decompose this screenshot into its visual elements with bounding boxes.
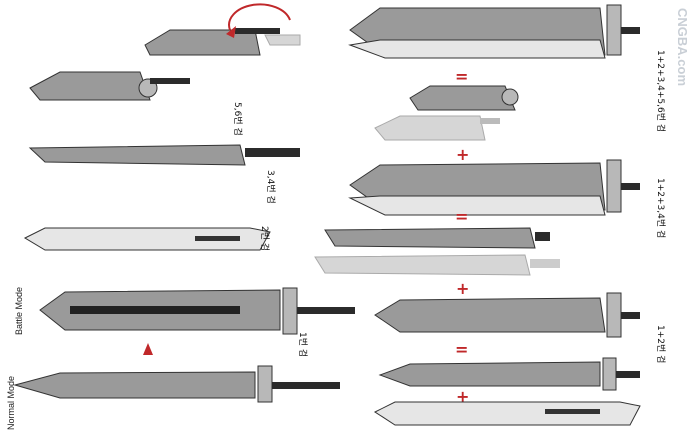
label-sword-2: 2번 검 (259, 226, 271, 251)
sword-1-small (378, 357, 640, 391)
sword-2-small (373, 401, 641, 426)
watermark: CNGBA.com (675, 8, 690, 86)
sword-combo-1234 (348, 159, 640, 216)
equals-sign: = (455, 207, 468, 226)
equals-sign: = (455, 340, 468, 359)
sword-battle-mode (39, 287, 355, 335)
sword-34 (28, 144, 300, 166)
sword-56-ghost (374, 115, 500, 141)
sword-combo-all (348, 4, 640, 59)
label-normal-mode: Normal Mode (6, 376, 16, 430)
sword-34-ghost (314, 254, 560, 276)
sword-56-rotating (144, 3, 301, 56)
label-combo-12: 1+2번 검 (655, 325, 667, 363)
equals-sign: = (455, 67, 468, 86)
label-sword-56: 5,6번 검 (232, 102, 244, 136)
rotate-arrow-icon (228, 3, 291, 31)
label-battle-mode: Battle Mode (14, 287, 24, 335)
sword-normal-mode (13, 365, 340, 403)
plus-sign: + (456, 387, 469, 406)
label-sword-1: 1번 검 (297, 332, 309, 357)
sword-56-small (409, 85, 519, 111)
transform-arrow-icon (143, 343, 153, 355)
sword-34-small (324, 227, 550, 249)
sword-2 (23, 227, 271, 251)
label-sword-34: 3,4번 검 (265, 170, 277, 204)
label-combo-1234: 1+2+3,4번 검 (655, 178, 667, 238)
plus-sign: + (456, 279, 469, 298)
sword-combo-12 (374, 292, 640, 338)
label-combo-all: 1+2+3,4+5,6번 검 (655, 50, 667, 132)
plus-sign: + (456, 145, 469, 164)
sword-56 (29, 71, 190, 101)
